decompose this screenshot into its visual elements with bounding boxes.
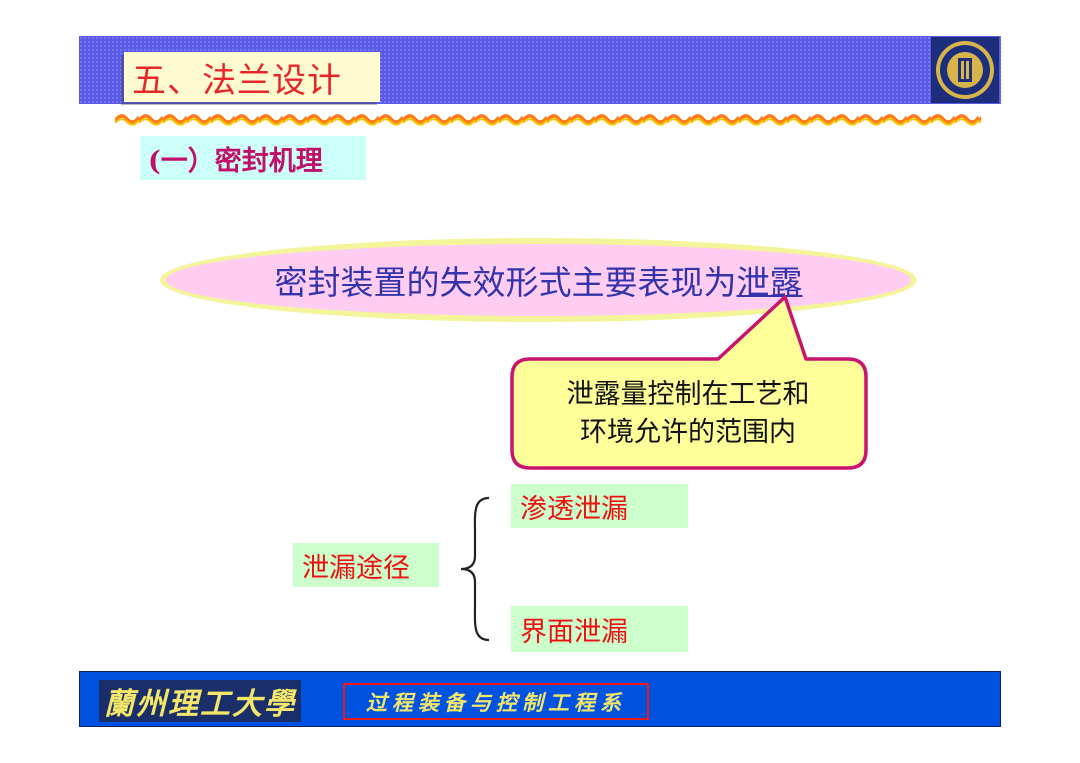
callout-text: 泄露量控制在工艺和 环境允许的范围内	[512, 376, 864, 452]
main-statement-ellipse: 密封装置的失效形式主要表现为泄露	[160, 238, 917, 322]
department-name: 过程装备与控制工程系	[343, 683, 649, 720]
section-subtitle-box: (一）密封机理	[140, 136, 366, 180]
slide-title: 五、法兰设计	[132, 60, 342, 101]
main-statement: 密封装置的失效形式主要表现为泄露	[275, 256, 803, 304]
wave-divider	[115, 108, 981, 128]
leak-path-item: 渗透泄漏	[511, 484, 688, 528]
callout-line-1: 泄露量控制在工艺和	[566, 379, 810, 410]
slide-title-box: 五、法兰设计	[124, 52, 380, 102]
university-emblem-icon	[931, 37, 999, 103]
main-statement-highlight: 泄露	[736, 263, 803, 302]
university-name: 蘭州理工大學	[99, 680, 301, 722]
main-statement-prefix: 密封装置的失效形式主要表现为	[274, 263, 737, 302]
leak-path-label: 泄漏途径	[293, 543, 439, 587]
leak-path-item: 界面泄漏	[511, 606, 688, 652]
section-subtitle: (一）密封机理	[148, 145, 323, 177]
curly-brace	[460, 496, 490, 642]
callout-line-2: 环境允许的范围内	[580, 417, 796, 448]
